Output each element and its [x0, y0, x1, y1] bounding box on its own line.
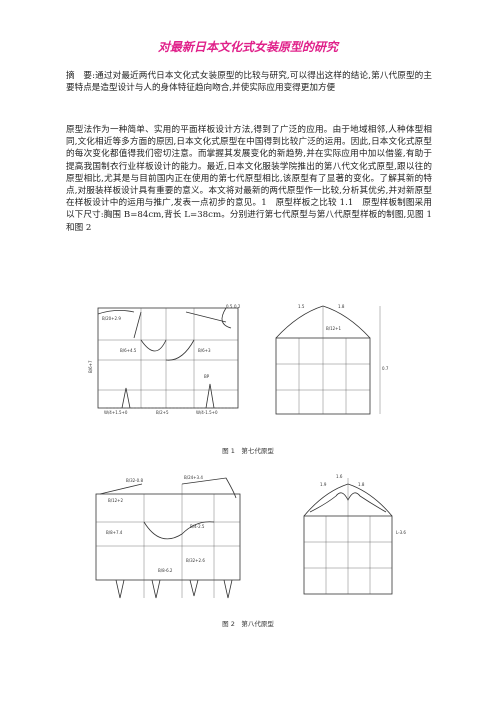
- figure-2-bodice-draft: B/24+3.4 B/32-0.8 B/12+2 B/8+7.4 B/4-2.5…: [86, 474, 246, 600]
- svg-text:1.8: 1.8: [338, 304, 345, 309]
- svg-text:B/20+2.9: B/20+2.9: [102, 316, 121, 321]
- svg-text:0.2: 0.2: [234, 304, 241, 309]
- page-title: 对最新日本文化式女装原型的研究: [157, 40, 338, 54]
- body-paragraph: 原型法作为一种简单、实用的平面样板设计方法,得到了广泛的应用。由于地域相邻,人种…: [66, 125, 432, 233]
- svg-text:0.7: 0.7: [382, 366, 389, 371]
- svg-text:B/6+4.5: B/6+4.5: [120, 348, 137, 353]
- abstract-paragraph: 摘 要:通过对最近两代日本文化式女装原型的比较与研究,可以得出这样的结论,第八代…: [66, 71, 432, 94]
- svg-text:1.6: 1.6: [336, 474, 343, 479]
- svg-text:1.9: 1.9: [320, 482, 327, 487]
- svg-text:B/2+5: B/2+5: [156, 410, 169, 415]
- svg-text:L-3.6: L-3.6: [396, 530, 406, 535]
- figure-1-sleeve-draft: 1.5 1.8 B/12+1 0.7: [268, 300, 394, 418]
- svg-text:B/8-6.2: B/8-6.2: [158, 568, 173, 573]
- svg-text:B/4-2.5: B/4-2.5: [190, 524, 205, 529]
- svg-text:B/6+3: B/6+3: [198, 348, 211, 353]
- svg-text:B/32+2.6: B/32+2.6: [186, 558, 205, 563]
- figure-2-caption: 图 2 第八代原型: [222, 620, 274, 628]
- figure-2-sleeve-draft: 1.9 1.8 1.6 L-3.6: [296, 474, 414, 598]
- svg-text:0.5: 0.5: [226, 304, 233, 309]
- svg-text:1.8: 1.8: [358, 482, 365, 487]
- svg-text:B/24+3.4: B/24+3.4: [184, 475, 203, 480]
- figure-1-bodice-draft: B/20+2.9 B/6+4.5 B/6+3 BP 0.5 0.2 W/4+1.…: [86, 300, 244, 418]
- svg-text:B/32-0.8: B/32-0.8: [126, 478, 143, 483]
- svg-text:B/6+7: B/6+7: [88, 360, 93, 373]
- svg-text:BP: BP: [204, 374, 210, 379]
- svg-text:B/12+1: B/12+1: [326, 326, 342, 331]
- svg-text:B/8+7.4: B/8+7.4: [106, 530, 123, 535]
- svg-text:1.5: 1.5: [298, 304, 305, 309]
- svg-text:B/12+2: B/12+2: [108, 498, 124, 503]
- figure-1-caption: 图 1 第七代原型: [222, 447, 274, 455]
- svg-text:W/4+1.5+0: W/4+1.5+0: [104, 410, 128, 415]
- svg-text:W/4-1.5+0: W/4-1.5+0: [196, 410, 218, 415]
